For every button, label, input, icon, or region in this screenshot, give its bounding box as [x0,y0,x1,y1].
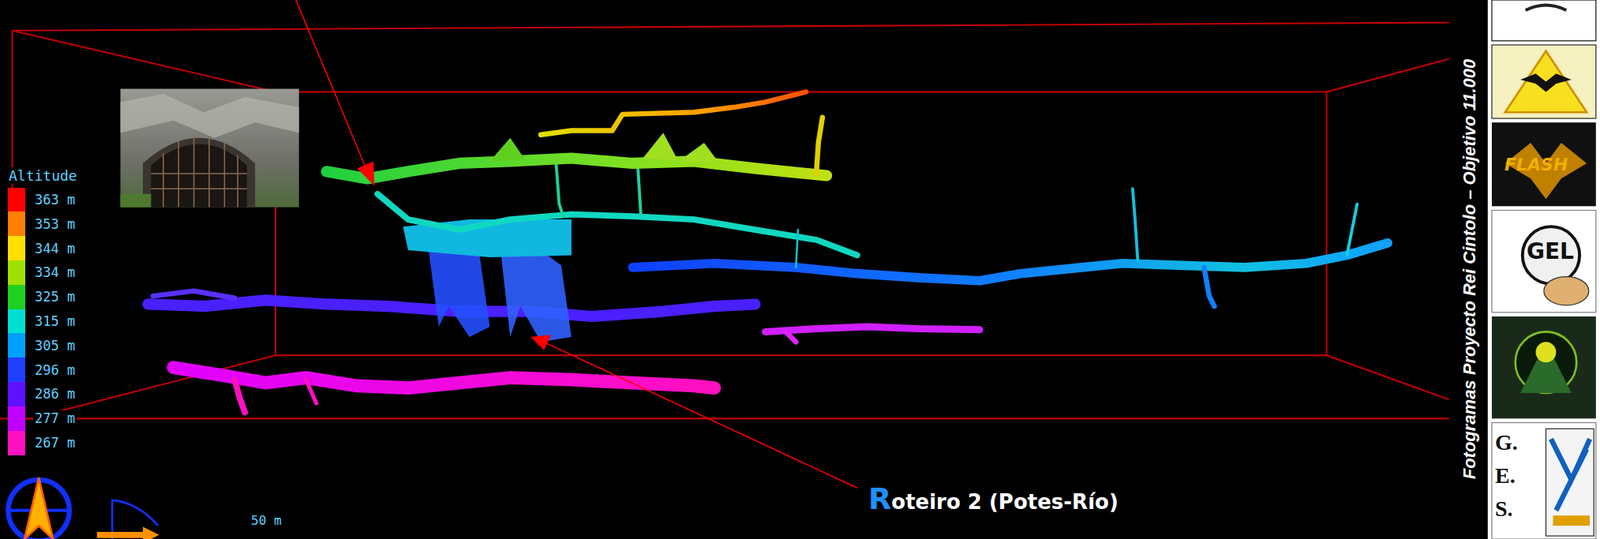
altitude-swatch [7,284,26,311]
scale-label: 50 m [251,513,282,529]
logo-text: G. [1495,430,1518,456]
altitude-value: 325 m [33,288,77,305]
logo-text: GEL [1526,238,1574,265]
logo-text: S. [1495,496,1514,522]
altitude-value: 267 m [33,434,77,451]
altitude-swatch [7,430,26,457]
altitude-swatch [7,406,26,432]
altitude-value: 315 m [33,313,77,330]
credit-vertical: Fotogramas Proyecto Rei Cintolo – Objeti… [1459,4,1481,534]
altitude-value: 363 m [33,191,77,208]
altitude-swatch [7,236,26,262]
altitude-swatch [7,309,26,335]
logo-text: E. [1495,463,1516,489]
logo-text: FLASH [1504,154,1568,175]
route-callout: Roteiro 2 (Potes-Río) [868,481,1119,517]
altitude-value: 277 m [33,410,77,427]
altitude-swatch [7,260,26,286]
altitude-swatch [7,333,26,359]
altitude-swatch [7,382,26,408]
altitude-value: 344 m [33,240,77,257]
altitude-value: 286 m [33,385,77,402]
legend-title: Altitude [7,167,79,184]
altitude-swatch [7,211,26,237]
altitude-swatch [7,357,26,383]
altitude-value: 334 m [33,264,77,281]
altitude-value: 353 m [33,216,77,233]
altitude-swatch [7,187,26,214]
altitude-value: 305 m [33,337,77,354]
altitude-value: 296 m [33,362,77,379]
